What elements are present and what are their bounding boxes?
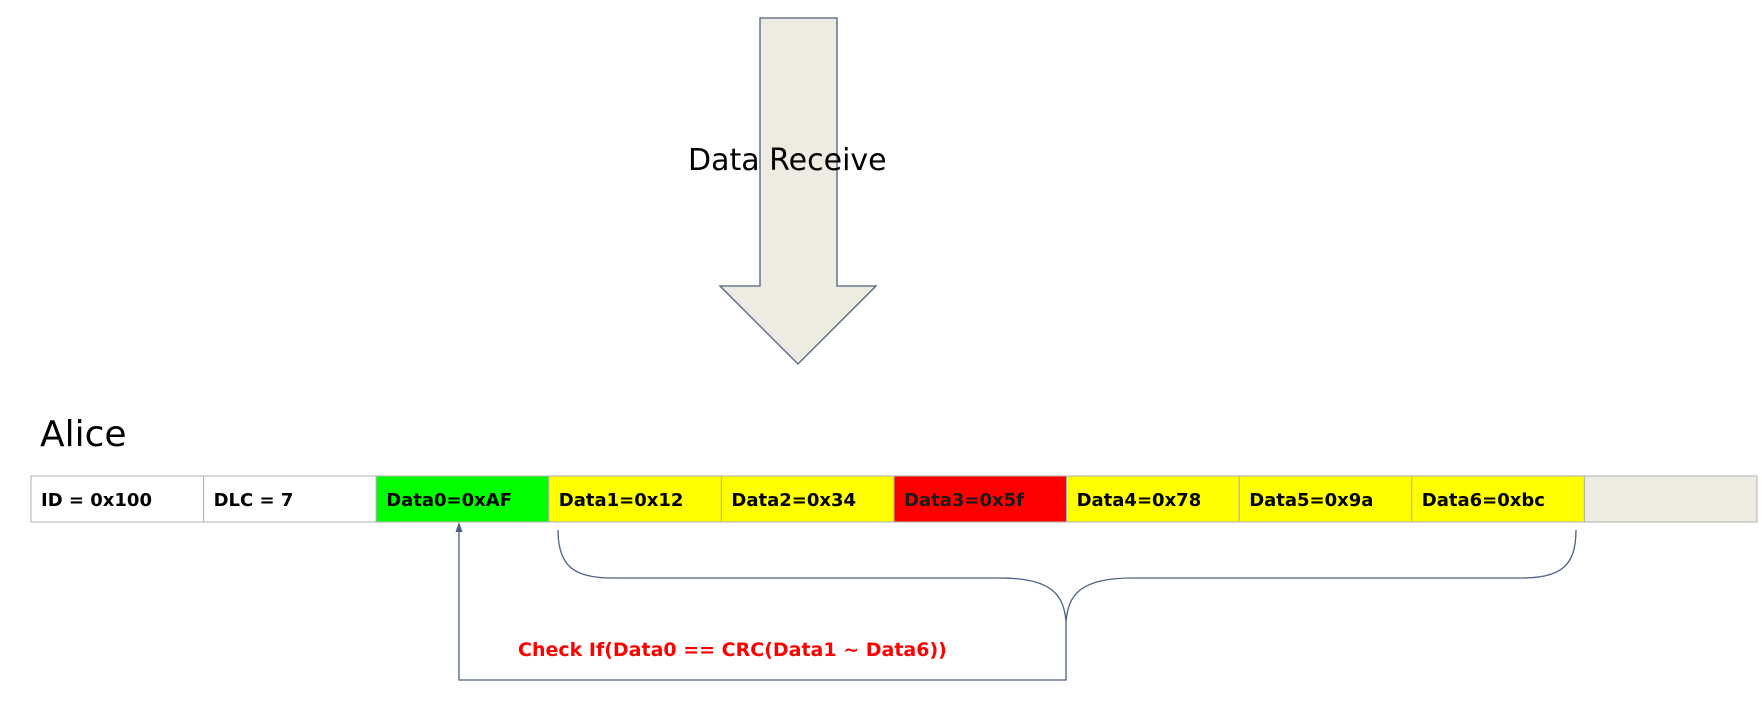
node-name: Alice (40, 414, 127, 455)
can-frame: ID = 0x100 DLC = 7 Data0=0xAF Data1=0x12 Dat… (30, 475, 1758, 523)
frame-cell-8: Data6=0xbc (1411, 475, 1585, 523)
frame-cell-2: Data0=0xAF (375, 475, 550, 523)
data-receive-arrow: Data Receive (688, 17, 887, 365)
frame-cell-box (720, 475, 895, 523)
frame-cell-3: Data1=0x12 (548, 475, 722, 523)
frame-cell-9 (1583, 475, 1758, 523)
frame-cell-label: Data0=0xAF (386, 490, 512, 511)
frame-cell-box (1411, 475, 1585, 523)
frame-cell-5: Data3=0x5f (893, 475, 1068, 523)
frame-cell-box (203, 475, 377, 523)
connector-arrowhead (455, 522, 463, 532)
frame-cell-1: DLC = 7 (203, 475, 377, 523)
frame-cell-6: Data4=0x78 (1066, 475, 1240, 523)
frame-cell-box (375, 475, 550, 523)
check-condition-label: Check If(Data0 == CRC(Data1 ~ Data6)) (518, 639, 947, 661)
frame-cell-label: Data4=0x78 (1077, 490, 1202, 511)
down-arrow-shape (718, 17, 878, 365)
frame-cell-box (1583, 475, 1758, 523)
check-connector-line (458, 528, 1067, 681)
frame-cell-box (893, 475, 1068, 523)
frame-cell-box (30, 475, 205, 523)
frame-cell-4: Data2=0x34 (720, 475, 895, 523)
frame-cell-label: Data1=0x12 (559, 490, 684, 511)
frame-cell-label: Data3=0x5f (904, 490, 1024, 511)
frame-cell-label: DLC = 7 (214, 490, 294, 511)
frame-cell-box (1066, 475, 1240, 523)
frame-cell-box (1238, 475, 1413, 523)
frame-cell-7: Data5=0x9a (1238, 475, 1413, 523)
frame-cell-label: Data5=0x9a (1249, 490, 1373, 511)
arrow-label: Data Receive (688, 143, 887, 178)
frame-cell-0: ID = 0x100 (30, 475, 205, 523)
frame-cell-label: Data2=0x34 (731, 490, 856, 511)
data1-to-data6-brace (557, 529, 1577, 623)
frame-cell-label: Data6=0xbc (1422, 490, 1545, 511)
frame-cell-label: ID = 0x100 (41, 490, 152, 511)
frame-cell-box (548, 475, 722, 523)
